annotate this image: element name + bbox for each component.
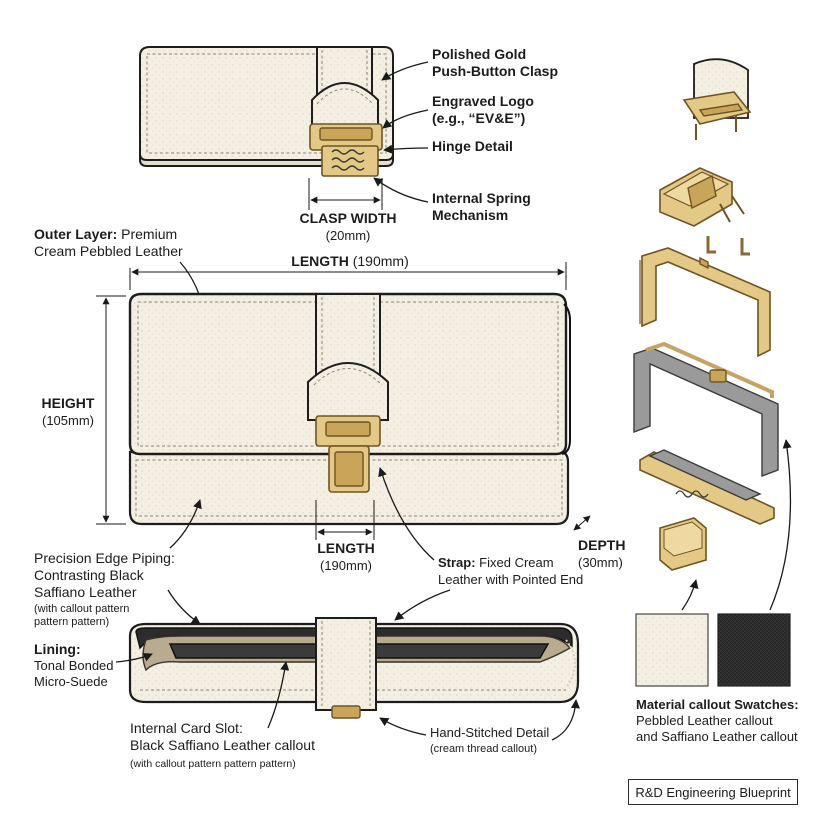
strap-line1: Strap: Fixed Cream xyxy=(438,555,554,570)
logo-leader xyxy=(382,109,429,129)
piping-leader-bottom xyxy=(167,589,201,625)
hand-stitched-line2: (cream thread callout) xyxy=(430,743,537,755)
blueprint-badge: R&D Engineering Blueprint xyxy=(628,779,798,805)
clasp-leader xyxy=(381,61,429,81)
height-label: HEIGHT xyxy=(42,395,95,411)
piping-line3: Saffiano Leather xyxy=(34,584,137,600)
piping-line4: (with callout pattern xyxy=(34,603,129,615)
piping-line2: Contrasting Black xyxy=(34,567,145,583)
strap-leader-top xyxy=(378,467,435,561)
clasp-callout-line2: Push-Button Clasp xyxy=(432,63,558,79)
card-slot-line2: Black Saffiano Leather callout xyxy=(130,737,315,753)
outer-layer-line2: Cream Pebbled Leather xyxy=(34,243,183,259)
height-value: (105mm) xyxy=(42,413,94,428)
clasp-width-label: CLASP WIDTH xyxy=(300,210,397,226)
length-bottom-label: LENGTH xyxy=(317,540,375,556)
outer-layer-line1: Outer Layer: Premium xyxy=(34,226,177,242)
lining-leader xyxy=(115,653,153,663)
exploded-leader-left xyxy=(681,579,699,611)
hand-stitched-leader-right xyxy=(551,699,580,741)
length-top-label: LENGTH (190mm) xyxy=(291,253,408,269)
hand-stitched-line1: Hand-Stitched Detail xyxy=(430,725,549,740)
clasp-width-value: (20mm) xyxy=(326,228,371,243)
top-wallet-view xyxy=(139,46,394,177)
clasp-callout-line1: Polished Gold xyxy=(432,46,526,62)
piping-line1: Precision Edge Piping: xyxy=(34,550,175,566)
exploded-leader-right xyxy=(769,439,792,611)
exploded-clasp-view xyxy=(633,58,779,571)
hinge-callout: Hinge Detail xyxy=(432,138,513,154)
pebbled-leather-swatch xyxy=(635,613,709,687)
swatches-line3: and Saffiano Leather callout xyxy=(636,729,798,744)
hand-stitched-leader-left xyxy=(379,717,427,736)
depth-label: DEPTH xyxy=(578,537,625,553)
logo-callout-line2: (e.g., “EV&E”) xyxy=(432,110,525,126)
swatches-title: Material callout Swatches: xyxy=(636,697,799,712)
swatches-line2: Pebbled Leather callout xyxy=(636,713,773,728)
spring-leader xyxy=(373,177,429,203)
lining-line3: Micro-Suede xyxy=(34,674,108,689)
spring-callout-line2: Mechanism xyxy=(432,207,508,223)
piping-leader-top xyxy=(169,499,202,549)
saffiano-leather-swatch xyxy=(717,613,791,687)
length-bottom-value: (190mm) xyxy=(320,558,372,573)
spring-callout-line1: Internal Spring xyxy=(432,190,531,206)
strap-line2: Leather with Pointed End xyxy=(438,572,583,587)
lining-line2: Tonal Bonded xyxy=(34,658,114,673)
depth-arrow xyxy=(573,515,591,531)
logo-callout-line1: Engraved Logo xyxy=(432,93,534,109)
front-wallet-view xyxy=(128,292,571,526)
interior-wallet-view xyxy=(128,617,580,719)
card-slot-leader xyxy=(267,661,290,729)
card-slot-line3: (with callout pattern pattern pattern) xyxy=(130,758,296,770)
card-slot-line1: Internal Card Slot: xyxy=(130,720,243,736)
strap-leader-bottom xyxy=(394,589,451,621)
hinge-leader xyxy=(383,144,429,154)
depth-value: (30mm) xyxy=(578,555,623,570)
piping-line5: pattern pattern) xyxy=(34,616,109,628)
lining-line1: Lining: xyxy=(34,641,81,657)
